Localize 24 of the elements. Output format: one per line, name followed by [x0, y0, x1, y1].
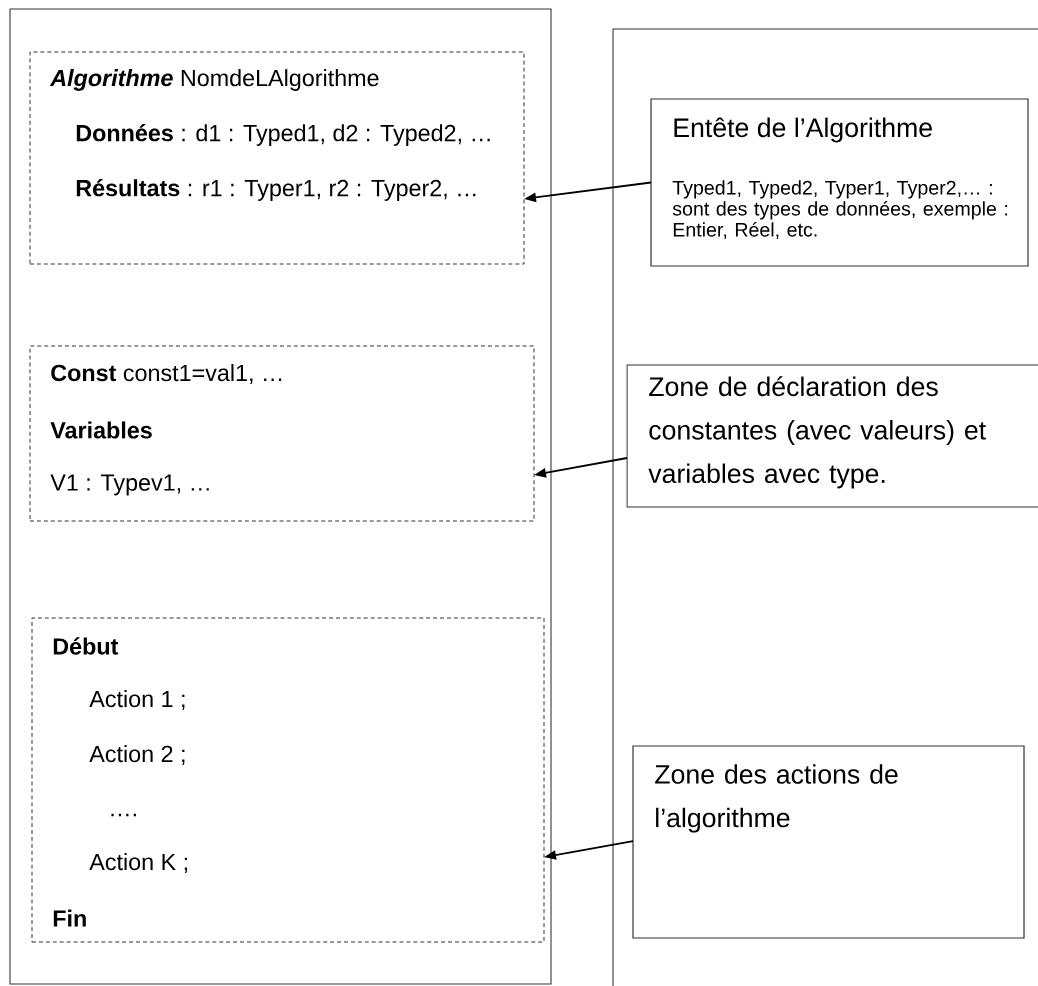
callout-text: Typed1, Typed2, Typer1, Typer2,… : sont des types de données, exemple : Entier, Réel, etc.	[672, 180, 1008, 239]
code-line: Variables	[50, 421, 152, 439]
code-line: Données : d1 : Typed1, d2 : Typed2, …	[76, 124, 490, 146]
callout-box	[626, 364, 1038, 508]
code-section-box	[29, 345, 535, 522]
code-line: Action 1 ;	[89, 690, 185, 710]
callout-text: Zone de déclaration des constantes (avec valeurs) et variables avec type.	[648, 376, 986, 489]
code-section-box	[29, 51, 525, 265]
callout-box	[632, 745, 1025, 939]
code-line: Début	[53, 637, 119, 655]
code-section-box	[31, 617, 545, 943]
code-line: ….	[111, 813, 136, 817]
code-line: Action K ;	[89, 853, 187, 873]
code-line: Action 2 ;	[89, 745, 185, 765]
code-line: Const const1=val1, …	[51, 364, 282, 384]
panel-frame	[612, 28, 1038, 986]
code-line: Résultats : r1 : Typer1, r2 : Typer2, …	[76, 179, 476, 201]
code-line: V1 : Typev1, …	[50, 474, 209, 496]
callout-text: Zone des actions de l’algorithme	[655, 764, 898, 833]
callout-heading: Entête de l’Algorithme	[674, 117, 932, 143]
callout-box	[650, 98, 1029, 267]
code-line: Algorithme NomdeLAlgorithme	[49, 69, 379, 91]
panel-frame	[9, 8, 552, 985]
code-line: Fin	[53, 909, 86, 927]
